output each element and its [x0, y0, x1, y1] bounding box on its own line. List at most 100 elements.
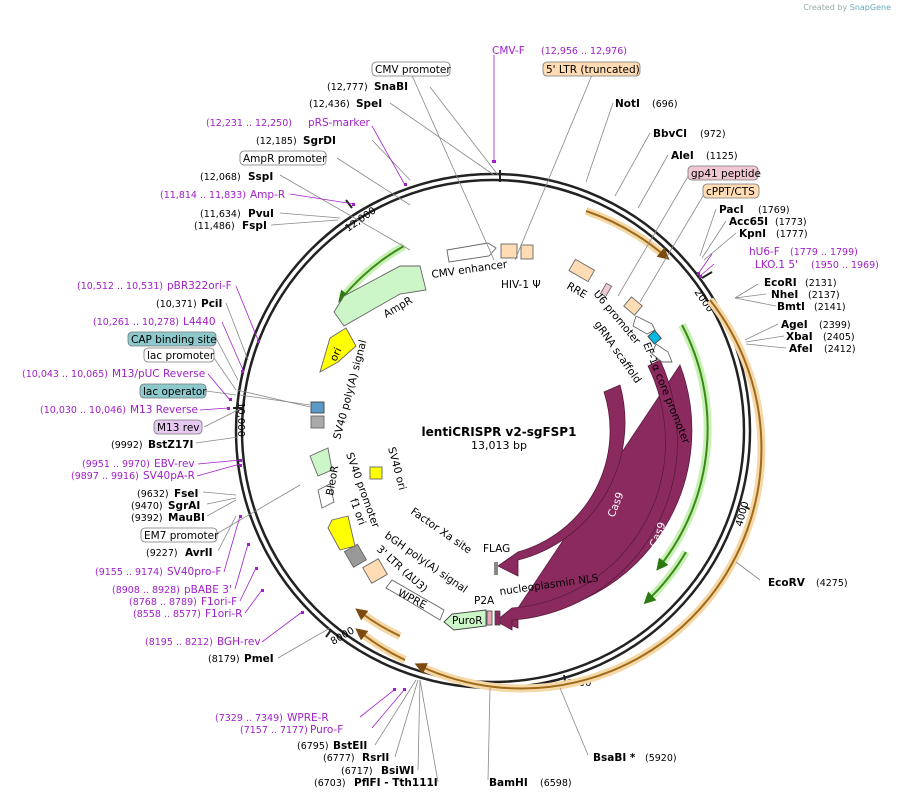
primer-f1ori-r: F1ori-R [205, 608, 242, 620]
orf-arcs [355, 207, 766, 693]
primer-lko1-coord: (1950 .. 1969) [811, 260, 879, 271]
orf-green-arcs [338, 242, 712, 605]
site-bstz17i: BstZ17I [148, 439, 193, 451]
site-alei-coord: (1125) [706, 151, 738, 162]
primer-puro-f: Puro-F [310, 724, 343, 736]
site-sgrai: SgrAI [168, 500, 200, 512]
site-rsrii: RsrII [362, 752, 389, 764]
flag-label: FLAG [483, 543, 510, 555]
lac-promoter-label: lac promoter [147, 350, 215, 362]
snapgene-brand: SnapGene [849, 3, 891, 12]
site-bsteii-coord: (6795) [297, 741, 329, 752]
primer-l4440-coord: (10,261 .. 10,278) [93, 317, 179, 328]
ampr-promoter-label: AmpR promoter [243, 153, 327, 165]
site-bbvci-coord: (972) [700, 129, 726, 140]
site-xbai-coord: (2405) [823, 332, 855, 343]
site-pcii-coord: (10,371) [156, 299, 197, 310]
primer-bgh-rev-coord: (8195 .. 8212) [145, 637, 213, 648]
site-agei-coord: (2399) [819, 320, 851, 331]
site-fsei-coord: (9632) [137, 489, 169, 500]
wpre-block [385, 579, 445, 621]
site-xbai: XbaI [786, 331, 813, 343]
site-spei: SpeI [356, 98, 382, 110]
sv40-ori-block [369, 466, 383, 480]
primer-cmv-f-coord: (12,956 .. 12,976) [541, 46, 627, 57]
site-sspi-coord: (12,068) [200, 172, 241, 183]
site-ecorv-coord: (4275) [816, 578, 848, 589]
gp41-label: gp41 peptide [691, 168, 761, 180]
primer-pbr322ori-f-coord: (10,512 .. 10,531) [77, 281, 163, 292]
site-bmti: BmtI [777, 301, 805, 313]
site-pmei-coord: (8179) [208, 654, 240, 665]
primer-bgh-rev: BGH-rev [217, 636, 261, 648]
site-snabi-coord: (12,777) [327, 82, 368, 93]
cppt-block [623, 296, 643, 316]
site-sgrdi-coord: (12,185) [256, 136, 297, 147]
inner-features [309, 242, 673, 631]
site-ecori-coord: (2131) [805, 278, 837, 289]
site-maubi: MauBI [168, 512, 205, 524]
primer-marks [227, 160, 702, 691]
site-acc65i: Acc65I [729, 216, 768, 228]
site-bsabi: BsaBI * [593, 752, 636, 764]
primer-pbr322ori-f: pBR322ori-F [167, 280, 232, 292]
site-bstz17i-coord: (9992) [111, 440, 143, 451]
boxed-labels: CMV promoter 5' LTR (truncated) gp41 pep… [127, 61, 761, 543]
primer-m13-puc-reverse: M13/pUC Reverse [112, 368, 205, 380]
site-paci: PacI [719, 204, 744, 216]
em7-promoter-label: EM7 promoter [144, 530, 219, 542]
site-alei: AleI [671, 150, 694, 162]
f1ori-arrow [327, 515, 356, 551]
primer-prs-marker: pRS-marker [308, 117, 371, 129]
primer-cmv-f: CMV-F [492, 45, 525, 57]
hiv-psi-label: HIV-1 Ψ [501, 279, 541, 291]
cmv-promoter-label: CMV promoter [375, 64, 451, 76]
site-kpni: KpnI [739, 228, 766, 240]
restriction-sites: NotI (696) BbvCI (972) AleI (1125) PacI … [111, 81, 856, 789]
rre-label: RRE [565, 280, 589, 301]
site-pvui: PvuI [248, 208, 274, 220]
puror-label: PuroR [452, 615, 483, 627]
primer-m13-reverse: M13 Reverse [130, 404, 198, 416]
cas9-inner-arrow [497, 384, 626, 577]
ori-arrow [319, 327, 357, 373]
primer-puro-f-coord: (7157 .. 7177) [240, 725, 308, 736]
site-pflfi: PflFI - Tth111I [354, 777, 438, 789]
site-spei-coord: (12,436) [309, 99, 350, 110]
site-kpni-coord: (1777) [776, 229, 808, 240]
site-pflfi-coord: (6703) [314, 778, 346, 789]
primer-ebv-rev-coord: (9951 .. 9970) [82, 459, 150, 470]
site-bamhi-coord: (6598) [540, 778, 572, 789]
snapgene-credit: Created by SnapGene [803, 3, 891, 12]
plasmid-size: 13,013 bp [471, 439, 527, 452]
site-pvui-coord: (11,634) [200, 209, 241, 220]
site-bsiwi: BsiWI [381, 765, 414, 777]
cppt-label: cPPT/CTS [706, 186, 755, 198]
primer-m13-puc-reverse-coord: (10,043 .. 10,065) [22, 369, 108, 380]
site-bamhi: BamHI [489, 777, 528, 789]
site-pcii: PciI [201, 298, 222, 310]
primer-wpre-r-coord: (7329 .. 7349) [215, 713, 283, 724]
primer-sv40pa-r-coord: (9897 .. 9916) [71, 471, 139, 482]
tick-label-8000: 8000 [329, 625, 357, 647]
site-fspi-coord: (11,486) [194, 221, 235, 232]
primer-amp-r: Amp-R [250, 189, 285, 201]
site-bsiwi-coord: (6717) [341, 766, 373, 777]
gp41-block [599, 282, 613, 298]
site-snabi: SnaBI [374, 81, 408, 93]
site-pmei: PmeI [244, 653, 274, 665]
site-fsei: FseI [174, 488, 198, 500]
grna-block [647, 329, 662, 345]
sv40-promoter-arrow [317, 483, 335, 509]
primer-sv40pro-f-coord: (9155 .. 9174) [95, 567, 163, 578]
ltr5-label: 5' LTR (truncated) [546, 64, 640, 76]
site-bsteii: BstEII [333, 740, 367, 752]
primer-ebv-rev: EBV-rev [154, 458, 195, 470]
site-noti-coord: (696) [652, 99, 678, 110]
primer-lko1: LKO.1 5' [755, 259, 798, 271]
bleor-arrow [309, 447, 333, 477]
leader-lines [195, 70, 787, 783]
u6-arrow [632, 315, 656, 335]
site-bmti-coord: (2141) [814, 302, 846, 313]
